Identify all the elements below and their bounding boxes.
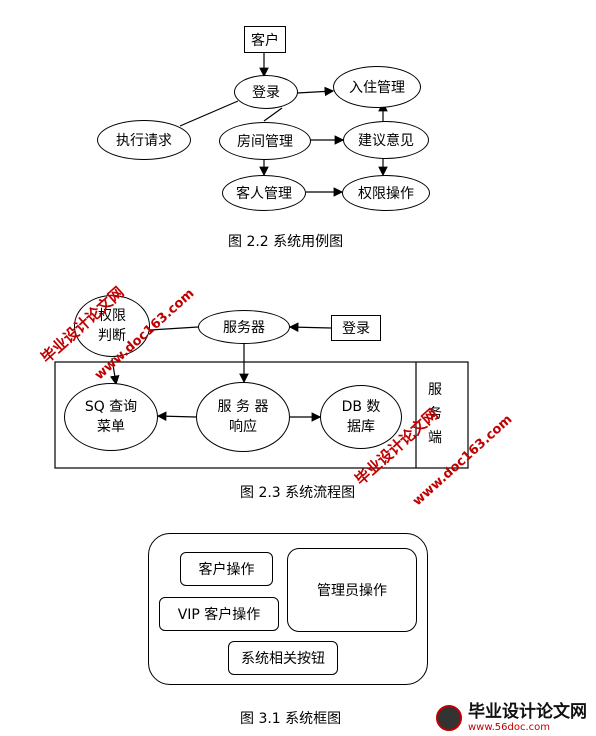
node-guest-management: 客人管理: [222, 175, 306, 211]
logo-url: www.56doc.com: [468, 721, 551, 733]
node-room-management: 房间管理: [219, 122, 311, 160]
arrow-login-checkin: [296, 86, 335, 97]
node-server: 服务器: [198, 310, 290, 344]
node-suggestions: 建议意见: [343, 121, 429, 159]
node-server-response: 服 务 器 响应: [196, 382, 290, 452]
caption-diagram-2-2: 图 2.2 系统用例图: [228, 234, 344, 250]
logo-title: 毕业设计论文网: [468, 702, 587, 722]
node-customer: 客户: [244, 26, 286, 53]
site-logo: 毕业设计论文网 www.56doc.com: [436, 703, 587, 733]
node-execute-request: 执行请求: [97, 120, 191, 160]
arrow-response-sql: [156, 411, 197, 422]
node-database: DB 数 据库: [320, 385, 402, 449]
node-vip-operation: VIP 客户操作: [159, 597, 279, 631]
caption-diagram-3-1: 图 3.1 系统框图: [240, 711, 342, 727]
arrow-login-server: [288, 322, 332, 333]
caption-diagram-2-3: 图 2.3 系统流程图: [240, 485, 356, 501]
line-login-room: [263, 107, 283, 122]
node-customer-operation: 客户操作: [180, 552, 273, 586]
node-login-2: 登录: [331, 315, 381, 341]
node-checkin-management: 入住管理: [333, 66, 421, 108]
line-login-execute: [179, 100, 239, 127]
logo-icon: [436, 704, 462, 731]
node-admin-operation: 管理员操作: [287, 548, 417, 632]
node-permission-operation: 权限操作: [342, 175, 430, 211]
label-server-side: 服 务 端: [428, 382, 442, 446]
node-login: 登录: [234, 75, 298, 109]
node-permission-judge: 权限 判断: [74, 295, 150, 357]
node-system-buttons: 系统相关按钮: [228, 641, 338, 675]
node-sql-menu: SQ 查询 菜单: [64, 383, 158, 451]
